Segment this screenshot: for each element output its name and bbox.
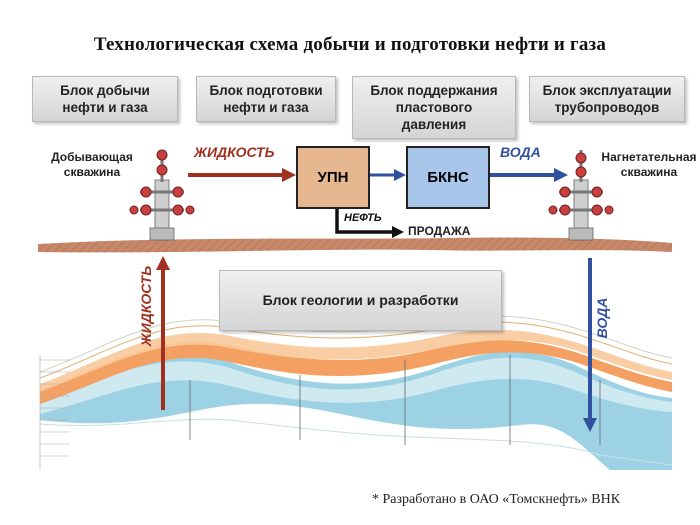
injection-well-label: Нагнетательная скважина	[601, 150, 697, 179]
water-vertical-label: ВОДА	[594, 297, 610, 339]
water-layer	[40, 351, 672, 470]
upn-unit: УПН	[296, 146, 370, 209]
injection-wellhead-icon	[548, 150, 614, 241]
block-production: Блок добычи нефти и газа	[32, 76, 178, 122]
liquid-vertical-arrow	[156, 256, 170, 410]
page-title: Технологическая схема добычи и подготовк…	[93, 34, 607, 55]
block-pressure-maintenance: Блок поддержания пластового давления	[352, 76, 516, 139]
oil-sale-arrow	[335, 209, 404, 238]
block-treatment: Блок подготовки нефти и газа	[196, 76, 336, 122]
water-flow-arrow	[490, 168, 568, 182]
producing-wellhead-icon	[129, 149, 195, 241]
upn-to-bkns-arrow	[370, 169, 406, 181]
liquid-vertical-label: ЖИДКОСТЬ	[138, 265, 154, 347]
geology-section	[39, 315, 673, 470]
block-pipelines: Блок эксплуатации трубопроводов	[529, 76, 685, 122]
producing-well-label: Добывающая скважина	[51, 150, 133, 179]
oil-label: НЕФТЬ	[344, 212, 382, 224]
block-geology: Блок геологии и разработки	[219, 270, 502, 331]
water-label: ВОДА	[500, 144, 541, 160]
water-vertical-arrow	[583, 258, 597, 432]
liquid-label: ЖИДКОСТЬ	[194, 144, 275, 160]
sale-label: ПРОДАЖА	[408, 224, 471, 238]
bkns-unit: БКНС	[406, 146, 490, 209]
footnote: * Разработано в ОАО «Томскнефть» ВНК	[372, 492, 621, 507]
oil-layer	[40, 340, 672, 404]
liquid-flow-arrow	[188, 168, 296, 182]
